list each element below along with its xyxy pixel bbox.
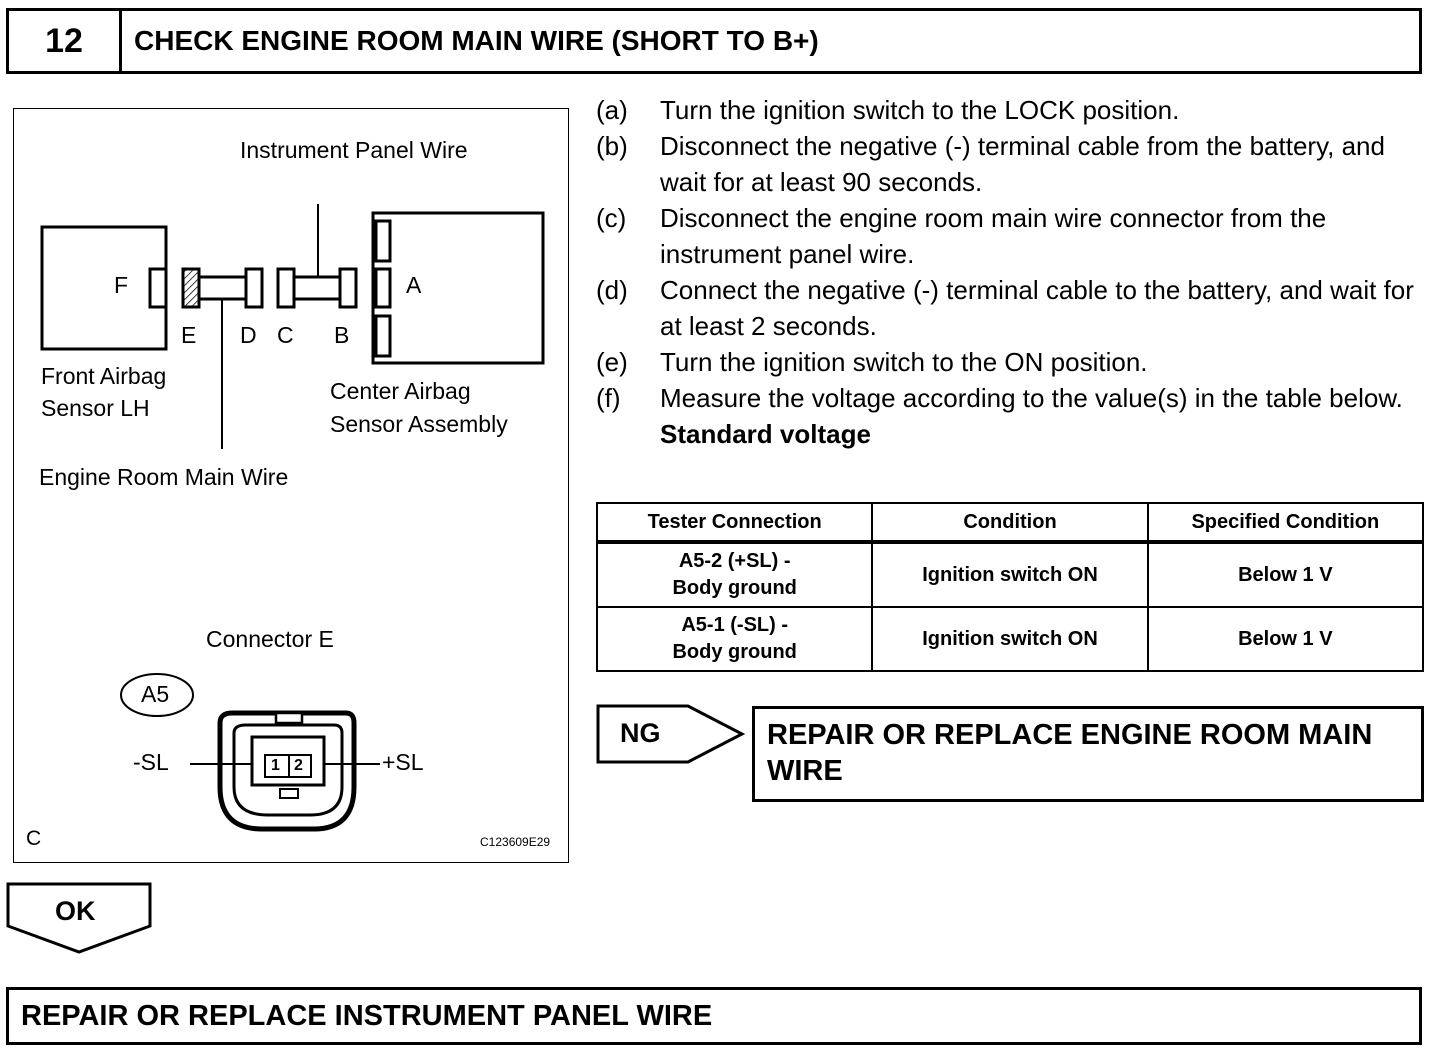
- header-tester-connection: Tester Connection: [595, 502, 874, 544]
- condition-cell: Ignition switch ON: [871, 606, 1149, 672]
- center-airbag-sensor-box: [371, 211, 545, 365]
- instruction-item: (a) Turn the ignition switch to the LOCK…: [596, 92, 1426, 128]
- standard-voltage-label: Standard voltage: [660, 419, 871, 449]
- connector-code-oval: [120, 673, 194, 717]
- instruction-text: Turn the ignition switch to the ON posit…: [660, 347, 1148, 377]
- figure-id: C123609E29: [480, 835, 551, 849]
- pin-2-label: 2: [294, 757, 303, 774]
- tester-connection-cell: A5-1 (-SL) - Body ground: [595, 606, 874, 672]
- instruction-item: (b) Disconnect the negative (-) terminal…: [596, 128, 1426, 200]
- tester-connection-line1: A5-2 (+SL) -: [678, 550, 791, 572]
- connector-housing-inner: [232, 723, 344, 817]
- ok-label: OK: [55, 896, 96, 926]
- pin-2-cell: [288, 754, 312, 778]
- specified-condition-cell: Below 1 V: [1146, 606, 1425, 672]
- diagram-drawing: [40, 204, 545, 832]
- pin-1-label: 1: [271, 757, 280, 774]
- ok-arrow-icon: [6, 882, 152, 954]
- instruction-text: Disconnect the negative (-) terminal cab…: [660, 131, 1385, 197]
- specified-condition-cell: Below 1 V: [1146, 541, 1425, 608]
- connector-e-title: Connector E: [206, 626, 334, 652]
- connector-diagram: Instrument Panel Wire F A E D C B Front …: [13, 108, 569, 863]
- engine-room-main-wire-label: Engine Room Main Wire: [39, 464, 289, 490]
- step-number: 12: [9, 11, 122, 71]
- instrument-panel-wire-label: Instrument Panel Wire: [240, 137, 468, 163]
- ng-result-box: REPAIR OR REPLACE ENGINE ROOM MAIN WIRE: [752, 706, 1424, 802]
- condition-cell: Ignition switch ON: [871, 541, 1149, 608]
- tester-connection-cell: A5-2 (+SL) - Body ground: [595, 541, 874, 608]
- connector-b: [338, 267, 358, 309]
- instruction-letter: (c): [596, 203, 627, 233]
- instruction-text: Disconnect the engine room main wire con…: [660, 203, 1327, 269]
- front-airbag-sensor-box: [40, 225, 168, 351]
- connector-code: A5: [141, 681, 170, 707]
- ok-result-text: REPAIR OR REPLACE INSTRUMENT PANEL WIRE: [21, 999, 713, 1032]
- connector-a-top: [374, 219, 392, 263]
- tester-connection-line2: Body ground: [672, 577, 797, 599]
- ng-label: NG: [620, 718, 661, 748]
- plus-sl-label: +SL: [382, 749, 424, 775]
- connector-a-bottom: [374, 314, 392, 358]
- instruction-item: (f) Measure the voltage according to the…: [596, 380, 1426, 416]
- instruction-text: Measure the voltage according to the val…: [660, 383, 1403, 413]
- instruction-item: (d) Connect the negative (-) terminal ca…: [596, 272, 1426, 344]
- label-a: A: [406, 272, 422, 298]
- instruction-letter: (d): [596, 275, 628, 305]
- instruction-text: Connect the negative (-) terminal cable …: [660, 275, 1414, 341]
- instruction-list: (a) Turn the ignition switch to the LOCK…: [596, 92, 1426, 452]
- front-airbag-label-line1: Front Airbag: [41, 363, 167, 389]
- instruction-item: (e) Turn the ignition switch to the ON p…: [596, 344, 1426, 380]
- table-row: A5-1 (-SL) - Body ground Ignition switch…: [595, 606, 1425, 672]
- figure-corner-letter: C: [26, 827, 42, 850]
- label-c: C: [277, 322, 294, 348]
- label-b: B: [334, 322, 350, 348]
- connector-d: [244, 267, 264, 309]
- ok-result-box: REPAIR OR REPLACE INSTRUMENT PANEL WIRE: [6, 987, 1422, 1045]
- header-specified-condition: Specified Condition: [1146, 502, 1425, 544]
- connector-e: [181, 267, 201, 309]
- instruction-letter: (e): [596, 347, 628, 377]
- connector-a-mid: [374, 267, 392, 309]
- table-header-row: Tester Connection Condition Specified Co…: [595, 502, 1425, 544]
- ng-result-line1: REPAIR OR REPLACE ENGINE ROOM MAIN: [767, 719, 1373, 751]
- center-airbag-label-line1: Center Airbag: [330, 378, 471, 404]
- instruction-letter: (a): [596, 95, 628, 125]
- label-d: D: [240, 322, 257, 348]
- ng-arrow-icon: [596, 704, 746, 764]
- instruction-text: Turn the ignition switch to the LOCK pos…: [660, 95, 1180, 125]
- connector-f: [148, 267, 168, 309]
- step-title: CHECK ENGINE ROOM MAIN WIRE (SHORT TO B+…: [134, 25, 819, 56]
- ng-result-line2: WIRE: [767, 755, 843, 787]
- center-airbag-label-line2: Sensor Assembly: [330, 411, 508, 437]
- label-e: E: [181, 322, 197, 348]
- specification-table: Tester Connection Condition Specified Co…: [595, 502, 1425, 672]
- tester-connection-line1: A5-1 (-SL) -: [681, 614, 789, 636]
- header-condition: Condition: [871, 502, 1149, 544]
- step-header: 12 CHECK ENGINE ROOM MAIN WIRE (SHORT TO…: [6, 8, 1422, 74]
- connector-c: [276, 267, 296, 309]
- front-airbag-label-line2: Sensor LH: [41, 395, 150, 421]
- connector-housing-outer: [217, 710, 357, 832]
- table-row: A5-2 (+SL) - Body ground Ignition switch…: [595, 541, 1425, 608]
- instruction-letter: (b): [596, 131, 628, 161]
- tester-connection-line2: Body ground: [672, 641, 797, 663]
- instruction-item: (c) Disconnect the engine room main wire…: [596, 200, 1426, 272]
- instruction-letter: (f): [596, 383, 621, 413]
- minus-sl-label: -SL: [133, 749, 169, 775]
- label-f: F: [114, 272, 129, 298]
